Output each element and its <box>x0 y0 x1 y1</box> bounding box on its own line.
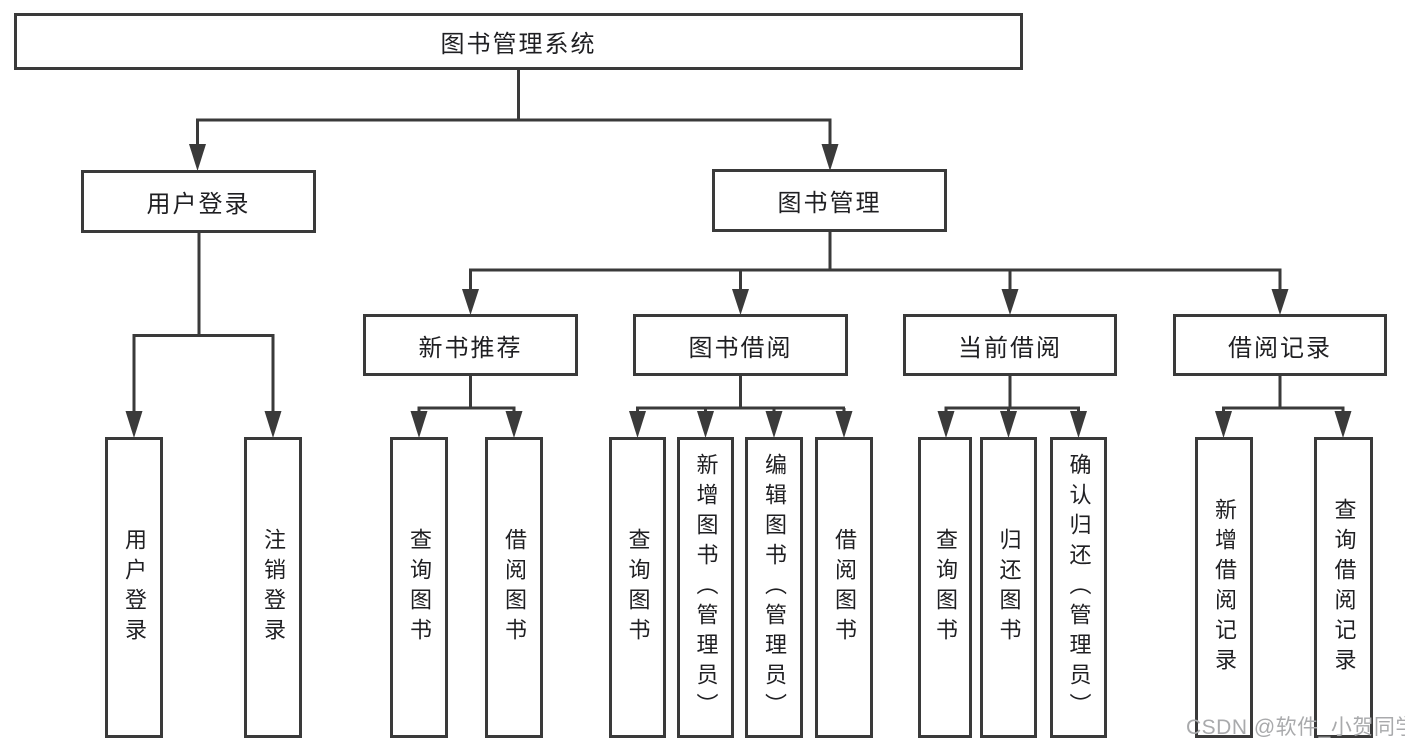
leaf-label: 查询图书 <box>933 527 958 648</box>
node-borrow-record: 借阅记录 <box>1173 314 1387 376</box>
leaf-label: 新增图书（管理员） <box>693 452 719 723</box>
leaf-label: 编辑图书（管理员） <box>762 452 787 723</box>
node-book-management: 图书管理 <box>712 169 947 232</box>
leaf-label: 注销登录 <box>261 527 286 648</box>
leaf-query-borrow-record: 查询借阅记录 <box>1314 437 1373 738</box>
leaf-label: 用户登录 <box>122 527 147 648</box>
leaf-label: 确认归还（管理员） <box>1066 452 1092 723</box>
leaf-query-book-current: 查询图书 <box>918 437 972 738</box>
node-label: 图书管理系统 <box>440 31 597 58</box>
node-library-management-system: 图书管理系统 <box>14 13 1023 70</box>
leaf-add-borrow-record: 新增借阅记录 <box>1195 437 1253 738</box>
leaf-label: 查询图书 <box>407 527 432 648</box>
leaf-borrow-book-recommend: 借阅图书 <box>485 437 543 738</box>
node-label: 借阅记录 <box>1228 334 1332 362</box>
leaf-label: 借阅图书 <box>502 527 527 648</box>
leaf-label: 新增借阅记录 <box>1212 497 1237 678</box>
leaf-label: 借阅图书 <box>832 527 857 648</box>
leaf-edit-book-admin: 编辑图书（管理员） <box>745 437 803 738</box>
leaf-label: 查询借阅记录 <box>1331 497 1357 678</box>
leaf-label: 归还图书 <box>996 527 1022 648</box>
leaf-query-book-borrow: 查询图书 <box>609 437 666 738</box>
node-user-login: 用户登录 <box>81 170 316 233</box>
node-book-borrow: 图书借阅 <box>633 314 848 376</box>
leaf-borrow-book: 借阅图书 <box>815 437 873 738</box>
node-label: 当前借阅 <box>958 334 1062 362</box>
node-label: 用户登录 <box>146 191 251 218</box>
node-label: 新书推荐 <box>418 334 523 362</box>
csdn-watermark: CSDN @软件_小贺同学 <box>1186 716 1405 739</box>
leaf-return-book: 归还图书 <box>980 437 1037 738</box>
leaf-confirm-return-admin: 确认归还（管理员） <box>1050 437 1107 738</box>
leaf-label: 查询图书 <box>625 527 651 648</box>
leaf-query-book-recommend: 查询图书 <box>390 437 448 738</box>
node-label: 图书管理 <box>777 190 882 217</box>
node-label: 图书借阅 <box>688 334 793 362</box>
leaf-add-book-admin: 新增图书（管理员） <box>677 437 734 738</box>
node-new-book-recommend: 新书推荐 <box>363 314 578 376</box>
leaf-logout-login: 注销登录 <box>244 437 302 738</box>
leaf-user-login: 用户登录 <box>105 437 163 738</box>
node-current-borrow: 当前借阅 <box>903 314 1117 376</box>
